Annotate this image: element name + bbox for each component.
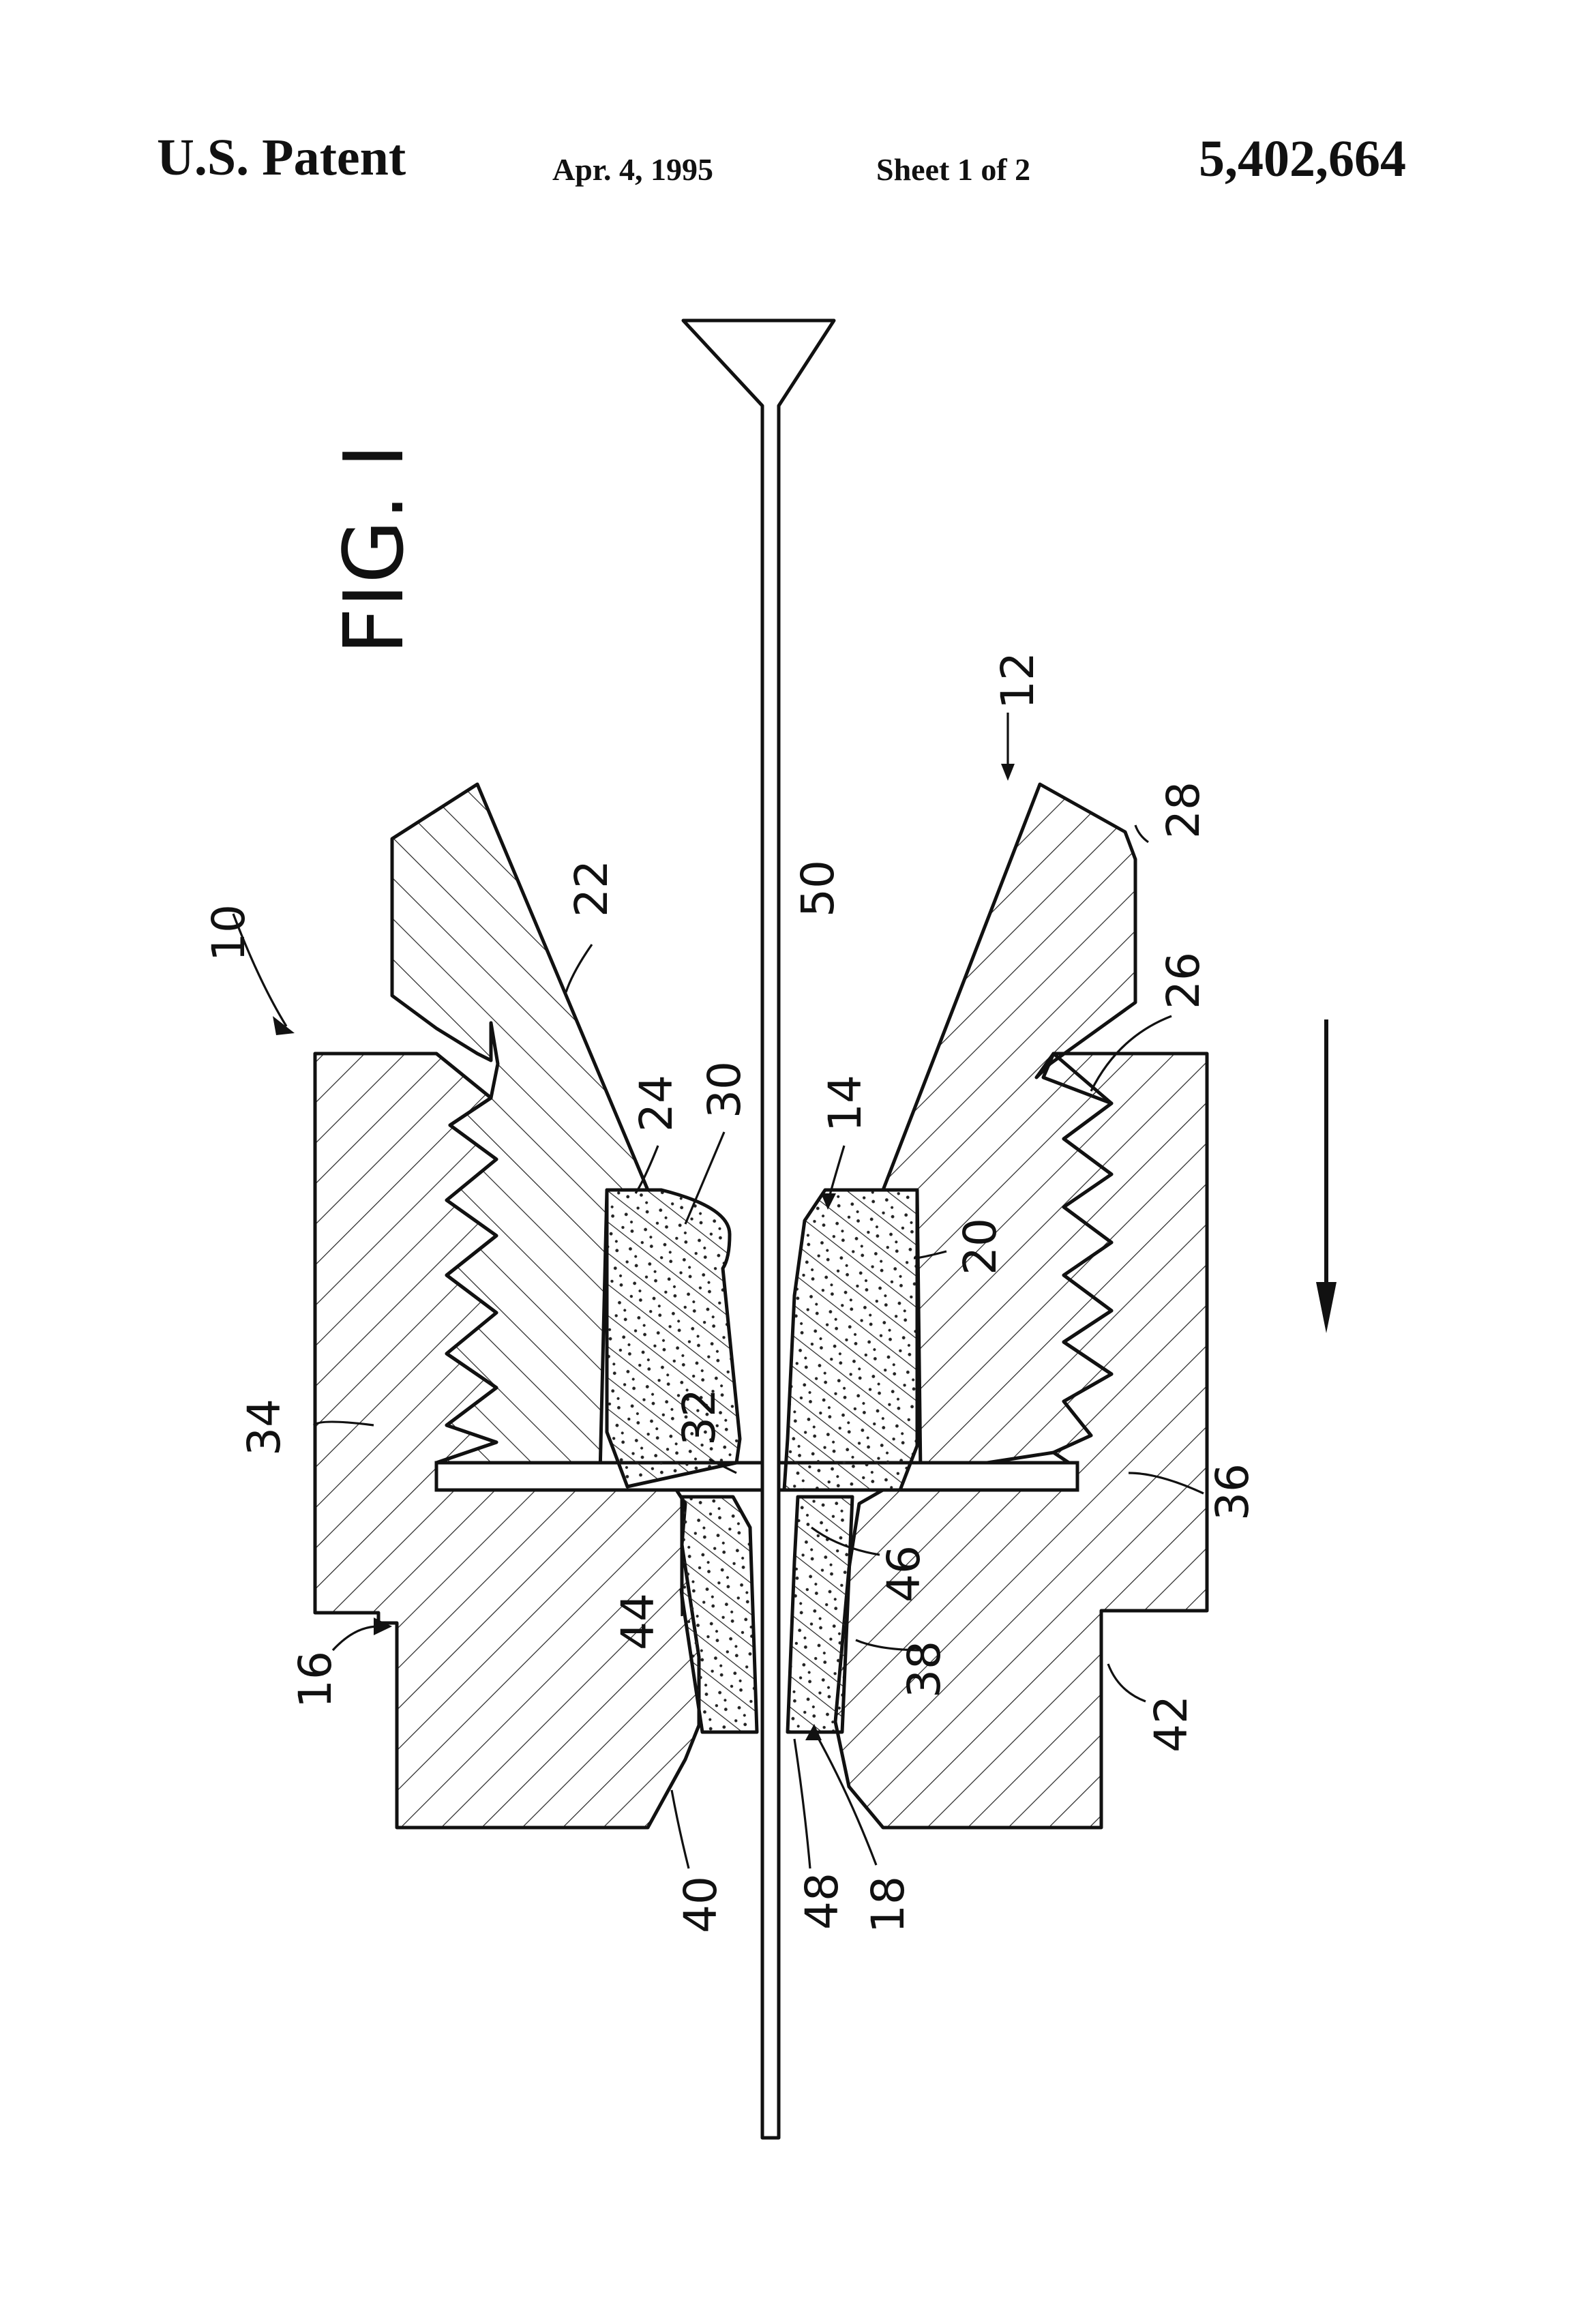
ref-22: 22 <box>565 860 618 917</box>
ref-48: 48 <box>796 1873 848 1930</box>
ref-44: 44 <box>612 1593 664 1650</box>
direction-arrow <box>1316 1019 1337 1333</box>
ref-20: 20 <box>954 1218 1006 1275</box>
ref-50: 50 <box>792 860 844 917</box>
ref-16: 16 <box>289 1651 342 1708</box>
ref-24: 24 <box>630 1075 683 1132</box>
flange-plate <box>436 1463 1077 1490</box>
ref-18: 18 <box>862 1876 914 1933</box>
ref-26: 26 <box>1157 952 1210 1009</box>
ref-12: 12 <box>991 652 1044 709</box>
ref-30: 30 <box>698 1061 751 1118</box>
figure-title: FIG. I <box>327 444 422 655</box>
ref-10: 10 <box>203 904 255 962</box>
ref-32: 32 <box>673 1388 726 1446</box>
ref-14: 14 <box>819 1075 871 1132</box>
ref-36: 36 <box>1206 1463 1259 1521</box>
ref-40: 40 <box>674 1876 727 1933</box>
ref-42: 42 <box>1145 1695 1197 1753</box>
ref-34: 34 <box>238 1399 290 1456</box>
upper-seal-right <box>784 1190 917 1490</box>
ref-38: 38 <box>898 1641 951 1698</box>
ref-28: 28 <box>1157 781 1210 839</box>
ref-46: 46 <box>878 1545 930 1603</box>
